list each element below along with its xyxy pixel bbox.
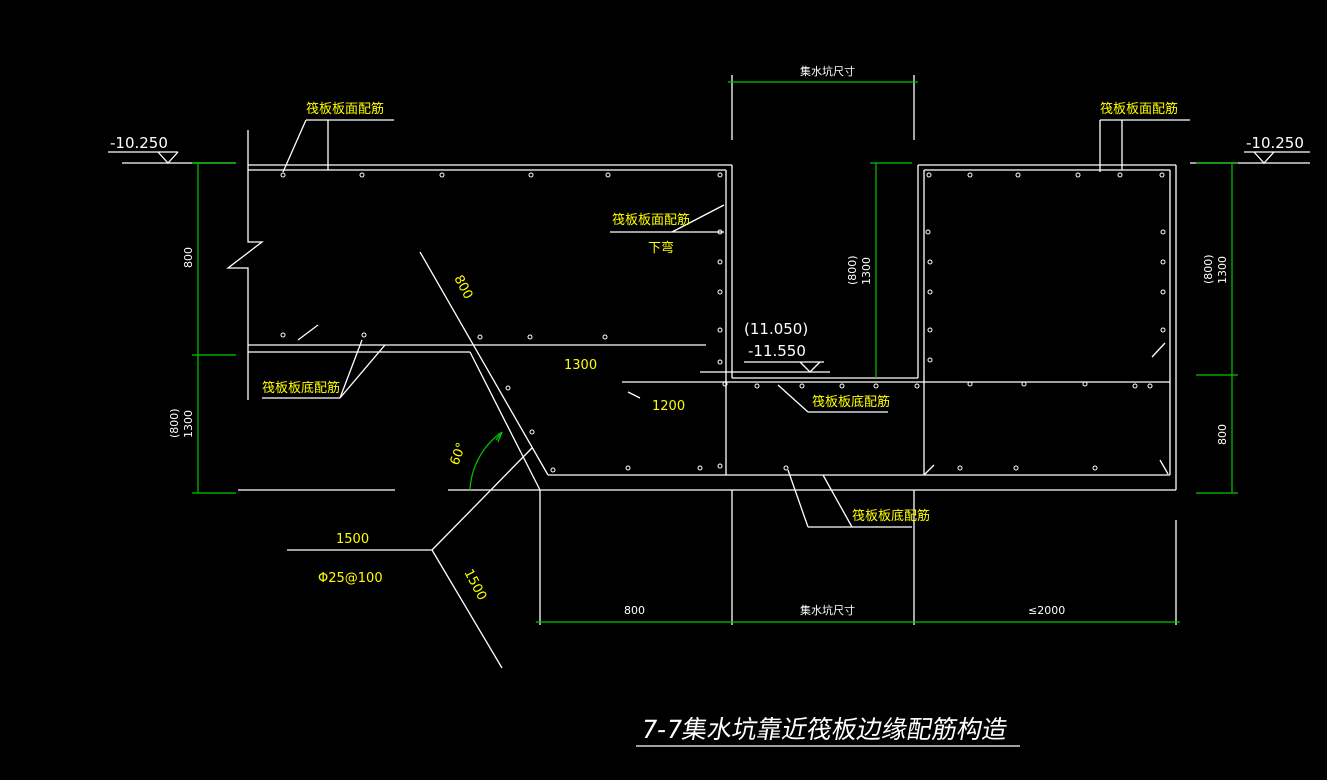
rebar-dot [1092,465,1098,471]
dim-bottom-2000: ≤2000 [1028,604,1065,617]
elevation-pit: -11.550 [748,342,806,360]
rebar-dot [1159,172,1165,178]
elevation-left: -10.250 [110,134,168,152]
elevation-markers [108,151,1310,373]
dim-left-800-paren: (800) [168,408,181,438]
rebar-dot [717,463,723,469]
dim-mid-800-paren: (800) [846,255,859,285]
dim-anchor-1500-d: 1500 [460,567,489,603]
dim-slope-1300: 1300 [564,358,597,373]
label-bottom-rebar-left: 筏板板底配筋 [262,380,340,396]
dim-mid-1300: 1300 [860,257,873,285]
rebar-dot [550,467,556,473]
rebar-dot [783,465,789,471]
dimension-lines [192,81,1238,623]
title: 7-7集水坑靠近筏板边缘配筋构造 [639,715,1010,744]
elevation-right: -10.250 [1246,134,1304,152]
rebar-dot [717,327,723,333]
label-bottom-rebar-mid: 筏板板底配筋 [812,394,890,410]
rebar-dot [957,465,963,471]
dim-left-1300: 1300 [182,410,195,438]
rebar-dot [528,172,534,178]
rebar-dot [967,381,973,387]
rebar-dot [754,383,760,389]
rebar-dot [527,334,533,340]
rebar-lines [248,169,1171,669]
rebar-dot [967,172,973,178]
rebar-dot [1021,381,1027,387]
rebar-dot [1160,327,1166,333]
structure-outline [226,75,1177,625]
dim-bottom-800: 800 [624,604,645,617]
rebar-dot [529,429,535,435]
rebar-dot [1082,381,1088,387]
rebar-dot [625,465,631,471]
rebar-dot [280,332,286,338]
label-pit-size-top: 集水坑尺寸 [800,64,855,78]
dim-diag-800: 800 [450,273,475,302]
rebar-dot [361,332,367,338]
rebar-dot [927,289,933,295]
rebar-dot [1160,289,1166,295]
rebar-dot [717,359,723,365]
rebar-dot [697,465,703,471]
label-top-rebar-right: 筏板板面配筋 [1100,101,1178,117]
rebar-dot [1147,383,1153,389]
rebar-dot [359,172,365,178]
dim-left-800: 800 [182,247,195,268]
dim-slope-1200: 1200 [652,399,685,414]
rebar-dot [439,172,445,178]
rebar-dot [717,289,723,295]
dim-angle: 60° [448,441,470,468]
rebar-dot [873,383,879,389]
rebar-dot [477,334,483,340]
rebar-dot [605,172,611,178]
rebar-dot [717,172,723,178]
label-pit-size-bottom: 集水坑尺寸 [800,603,855,617]
rebar-dot [1160,229,1166,235]
label-bottom-rebar-low: 筏板板底配筋 [852,508,930,524]
rebar-dot [839,383,845,389]
rebar-dot [505,385,511,391]
rebar-dot [280,172,286,178]
dim-anchor-1500-h: 1500 [336,532,369,547]
label-top-rebar-left: 筏板板面配筋 [306,101,384,117]
label-bend-down: 下弯 [648,240,674,256]
rebar-dot [927,357,933,363]
rebar-dot [1132,383,1138,389]
rebar-dot [799,383,805,389]
label-rebar-spec: Φ25@100 [318,571,383,586]
rebar-dot [926,172,932,178]
rebar-dot [722,381,728,387]
rebar-dot [927,327,933,333]
rebar-dot [1075,172,1081,178]
label-top-rebar-mid: 筏板板面配筋 [612,212,690,228]
rebar-dot [602,334,608,340]
rebar-dot [717,259,723,265]
elevation-pit-alt: (11.050) [744,320,808,338]
rebar-dot [1013,465,1019,471]
dim-right-800: 800 [1216,424,1229,445]
dim-right-1300: 1300 [1216,256,1229,284]
leader-lines [262,119,1190,528]
rebar-dot [927,259,933,265]
dim-right-800-paren: (800) [1202,254,1215,284]
rebar-dot [1015,172,1021,178]
rebar-dot [1160,259,1166,265]
rebar-dot [914,383,920,389]
rebar-dot [925,229,931,235]
rebar-dot [1117,172,1123,178]
rebar-dots [280,172,1166,473]
